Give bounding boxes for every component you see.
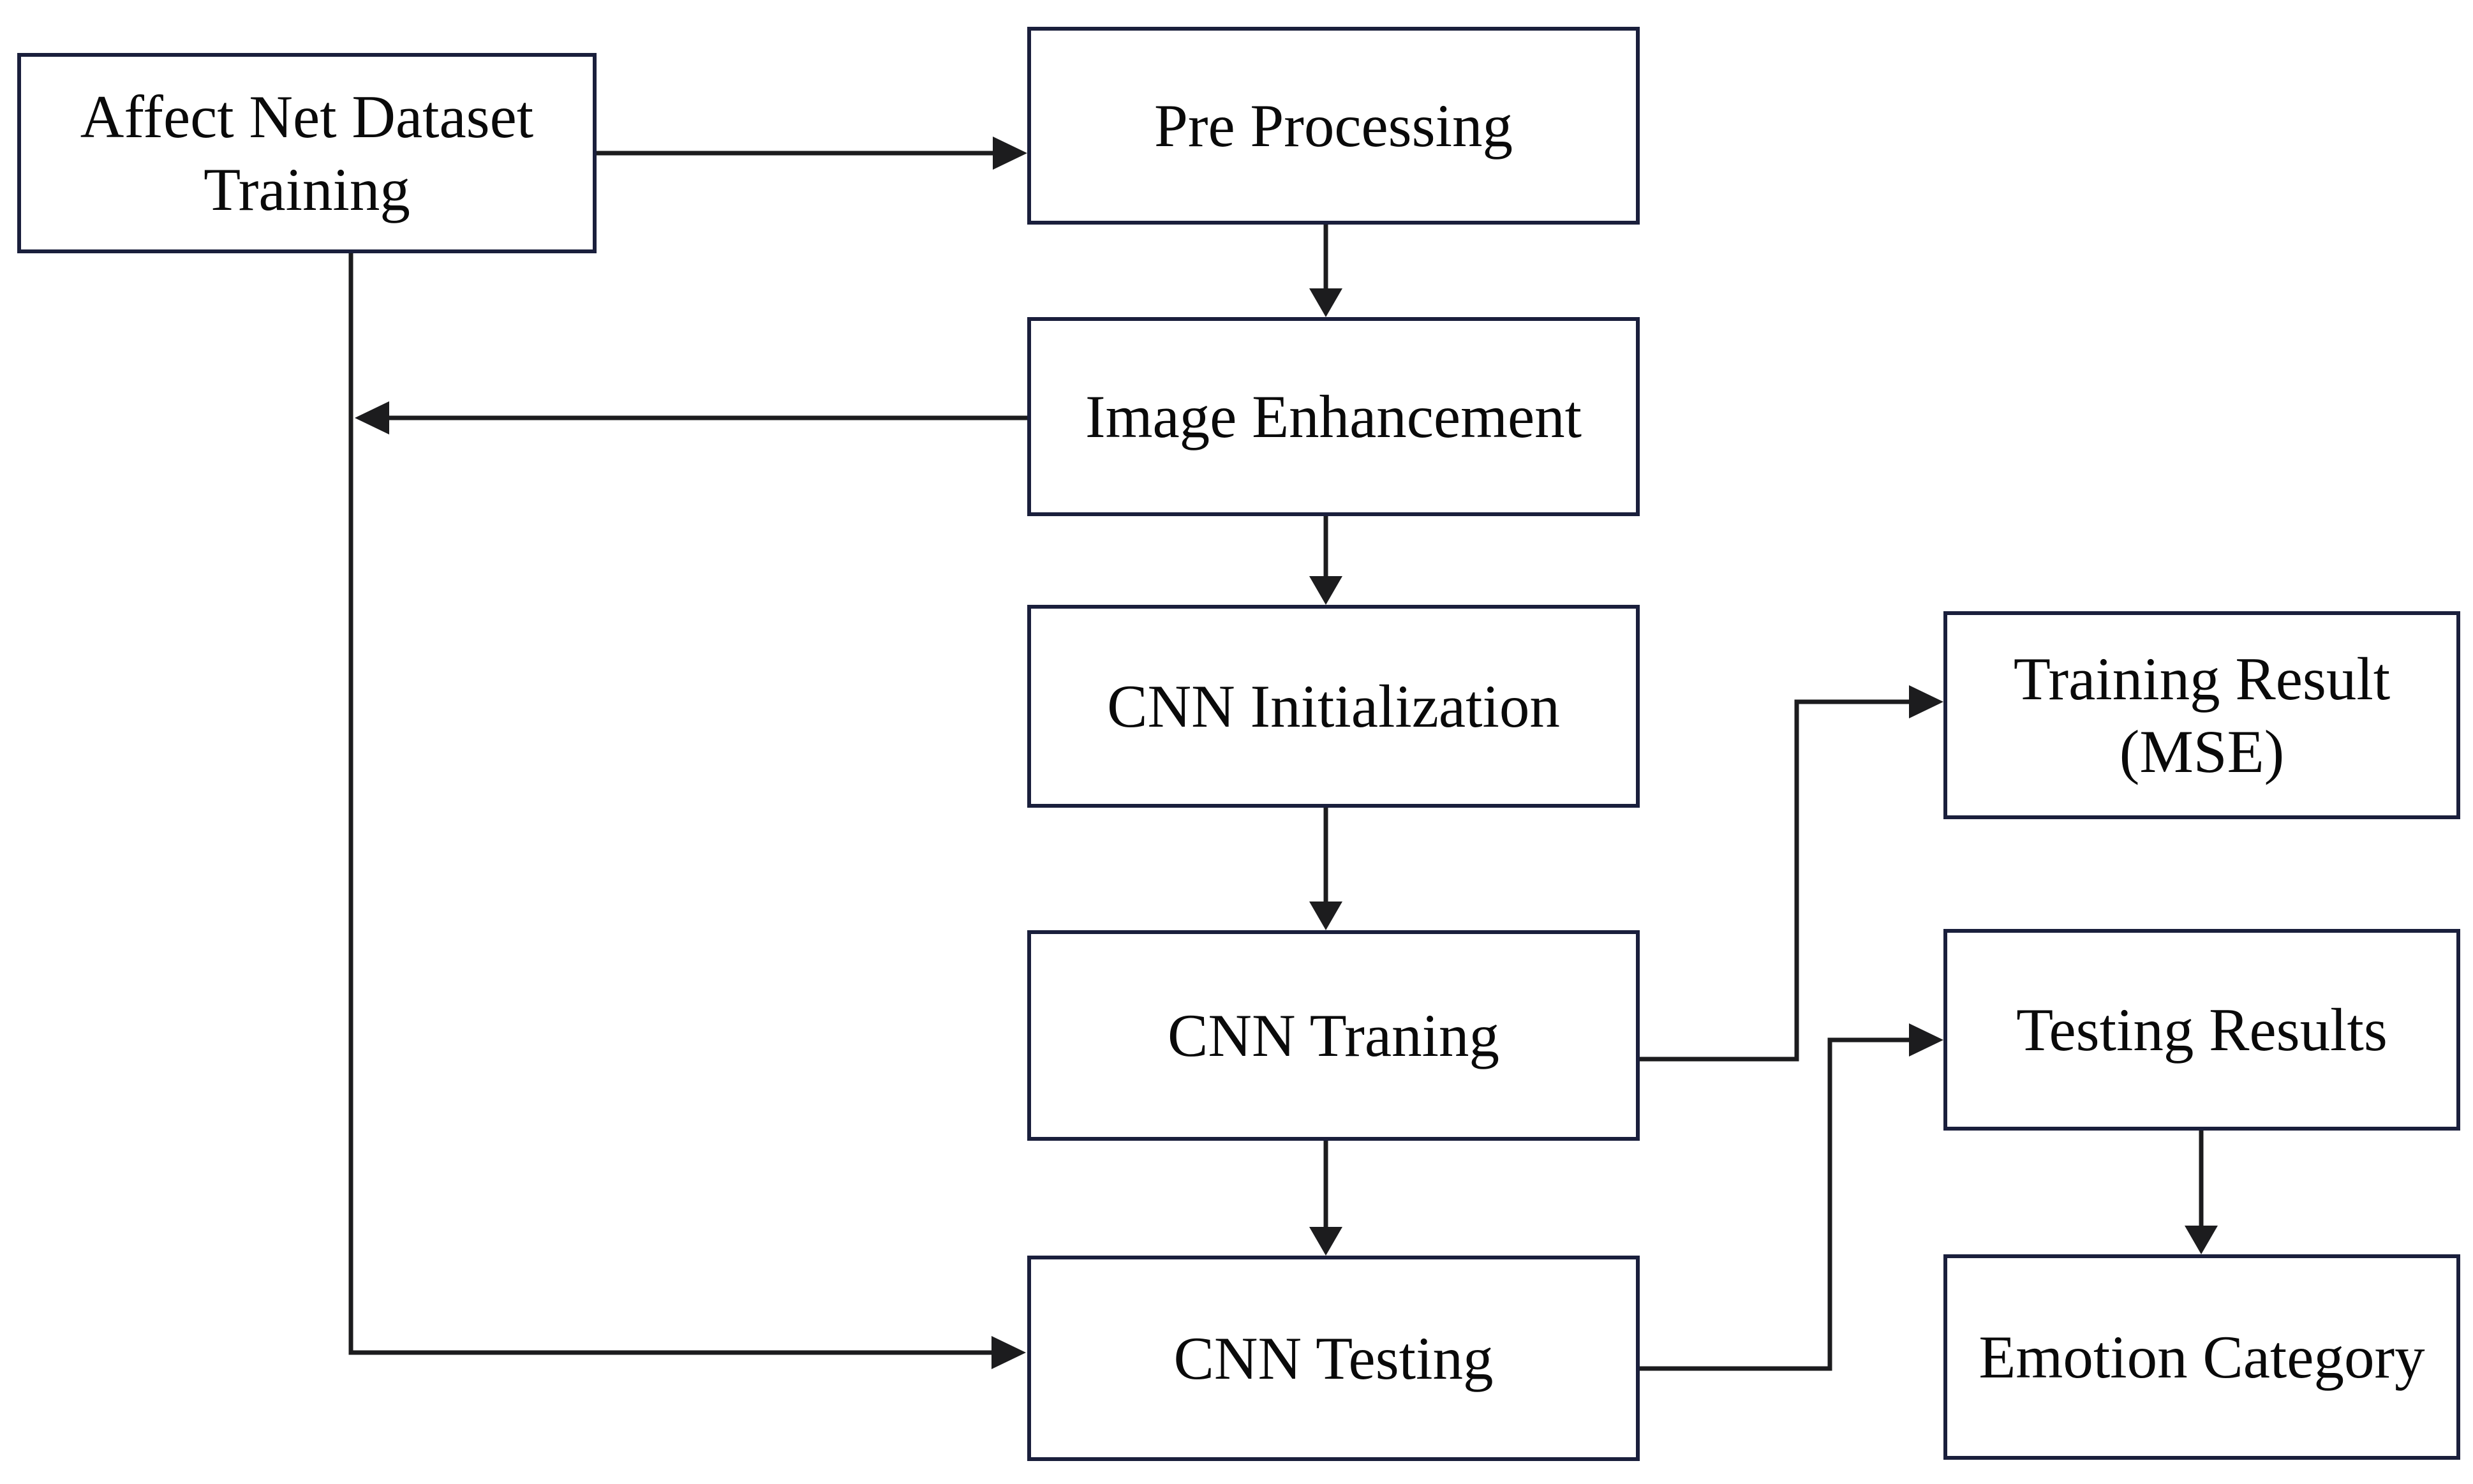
arrow-cnn-training-to-training-result (1640, 685, 1943, 1062)
node-label: Image Enhancement (1085, 383, 1582, 450)
node-label: CNN Initialization (1107, 672, 1560, 740)
arrow-image-enhancement-to-cnn-initialization (1309, 516, 1342, 605)
node-label: Training Result (2013, 645, 2391, 713)
node-pre-processing: Pre Processing (1027, 27, 1640, 225)
node-testing-results: Testing Results (1943, 929, 2460, 1131)
node-label: CNN Testing (1173, 1324, 1494, 1392)
node-cnn-testing: CNN Testing (1027, 1256, 1640, 1461)
node-cnn-training: CNN Traning (1027, 930, 1640, 1141)
arrow-cnn-training-to-cnn-testing (1309, 1141, 1342, 1256)
node-affect-net-dataset-training: Affect Net Dataset Training (17, 53, 597, 253)
node-label: Affect Net Dataset (80, 83, 534, 151)
node-training-result-mse: Training Result (MSE) (1943, 611, 2460, 819)
node-label: Pre Processing (1154, 92, 1513, 160)
node-label: Training (204, 156, 410, 223)
arrow-testing-results-to-emotion-category (2185, 1131, 2218, 1254)
node-label: CNN Traning (1168, 1002, 1499, 1069)
arrow-pre-processing-to-image-enhancement (1309, 225, 1342, 317)
node-emotion-category: Emotion Category (1943, 1254, 2460, 1460)
node-label: Testing Results (2016, 996, 2388, 1064)
arrow-image-enhancement-to-left-rail (355, 401, 1027, 434)
node-label: Emotion Category (1979, 1323, 2425, 1391)
arrow-cnn-testing-to-testing-results (1640, 1023, 1943, 1371)
arrow-affect-net-to-pre-processing (597, 137, 1027, 170)
node-cnn-initialization: CNN Initialization (1027, 605, 1640, 808)
node-image-enhancement: Image Enhancement (1027, 317, 1640, 516)
arrow-left-rail-affect-net-to-cnn-testing (348, 253, 1026, 1369)
node-label: (MSE) (2119, 718, 2285, 785)
arrow-cnn-initialization-to-cnn-training (1309, 808, 1342, 930)
